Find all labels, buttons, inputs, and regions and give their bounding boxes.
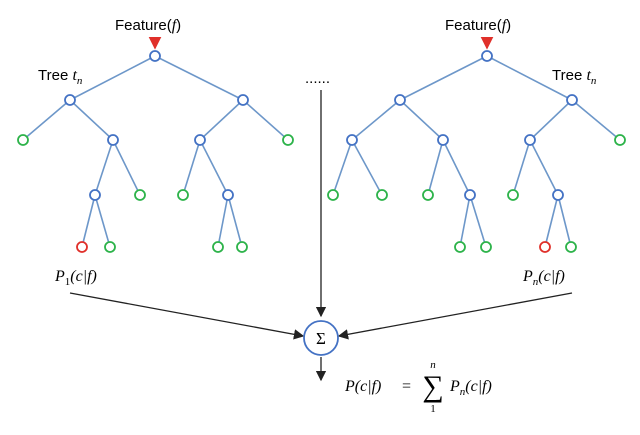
left-leaf-node	[212, 241, 224, 253]
formula-lhs: P(c|f)	[344, 378, 381, 395]
left-leaf-node	[104, 241, 116, 253]
left-internal-node	[64, 94, 76, 106]
left-leaf-node	[236, 241, 248, 253]
left-leaf-node	[282, 134, 294, 146]
right-probability-label: Pn(c|f)	[522, 268, 565, 288]
ellipsis: ......	[305, 70, 330, 87]
right-leaf-node	[454, 241, 466, 253]
right-tree: Feature(f) Tree tn	[327, 17, 626, 288]
right-internal-node	[524, 134, 536, 146]
right-leaf-node	[507, 189, 519, 201]
formula-sum-upper: n	[430, 359, 436, 371]
right-leaf-node	[565, 241, 577, 253]
left-leaf-node	[17, 134, 29, 146]
right-tree-nodes	[327, 50, 626, 253]
right-internal-node	[346, 134, 358, 146]
right-internal-node	[566, 94, 578, 106]
left-probability-label: P1(c|f)	[54, 268, 97, 288]
left-leaf-node	[177, 189, 189, 201]
right-highlight-leaf-node	[539, 241, 551, 253]
right-tree-label: Tree tn	[552, 67, 597, 87]
left-tree-nodes	[17, 50, 294, 253]
left-internal-node	[194, 134, 206, 146]
sum-symbol: Σ	[316, 329, 326, 348]
formula-sum-lower: 1	[430, 403, 436, 415]
aggregate-formula: P(c|f) = n ∑ 1 Pn(c|f)	[344, 359, 492, 415]
left-tree: Feature(f) Tree tn	[17, 17, 294, 288]
left-internal-node	[222, 189, 234, 201]
right-internal-node	[437, 134, 449, 146]
left-leaf-node	[134, 189, 146, 201]
left-highlight-leaf-node	[76, 241, 88, 253]
left-feature-label: Feature(f)	[115, 17, 181, 34]
right-internal-node	[552, 189, 564, 201]
left-to-sum-arrow	[69, 292, 305, 340]
right-internal-node	[464, 189, 476, 201]
right-leaf-node	[480, 241, 492, 253]
left-internal-node	[89, 189, 101, 201]
right-leaf-node	[327, 189, 339, 201]
formula-sum-symbol: ∑	[422, 370, 443, 403]
formula-rhs: Pn(c|f)	[449, 378, 492, 398]
right-feature-label: Feature(f)	[445, 17, 511, 34]
left-tree-label: Tree tn	[38, 67, 83, 87]
sum-node: Σ	[303, 320, 339, 356]
aggregation-arrows	[69, 90, 573, 382]
right-tree-edges	[332, 55, 621, 248]
left-root-node	[149, 50, 161, 62]
right-to-sum-arrow	[337, 292, 573, 340]
right-leaf-node	[422, 189, 434, 201]
left-internal-node	[107, 134, 119, 146]
right-leaf-node	[614, 134, 626, 146]
right-root-node	[481, 50, 493, 62]
formula-equals: =	[402, 378, 411, 395]
right-leaf-node	[376, 189, 388, 201]
left-internal-node	[237, 94, 249, 106]
right-internal-node	[394, 94, 406, 106]
left-tree-edges	[22, 55, 289, 248]
